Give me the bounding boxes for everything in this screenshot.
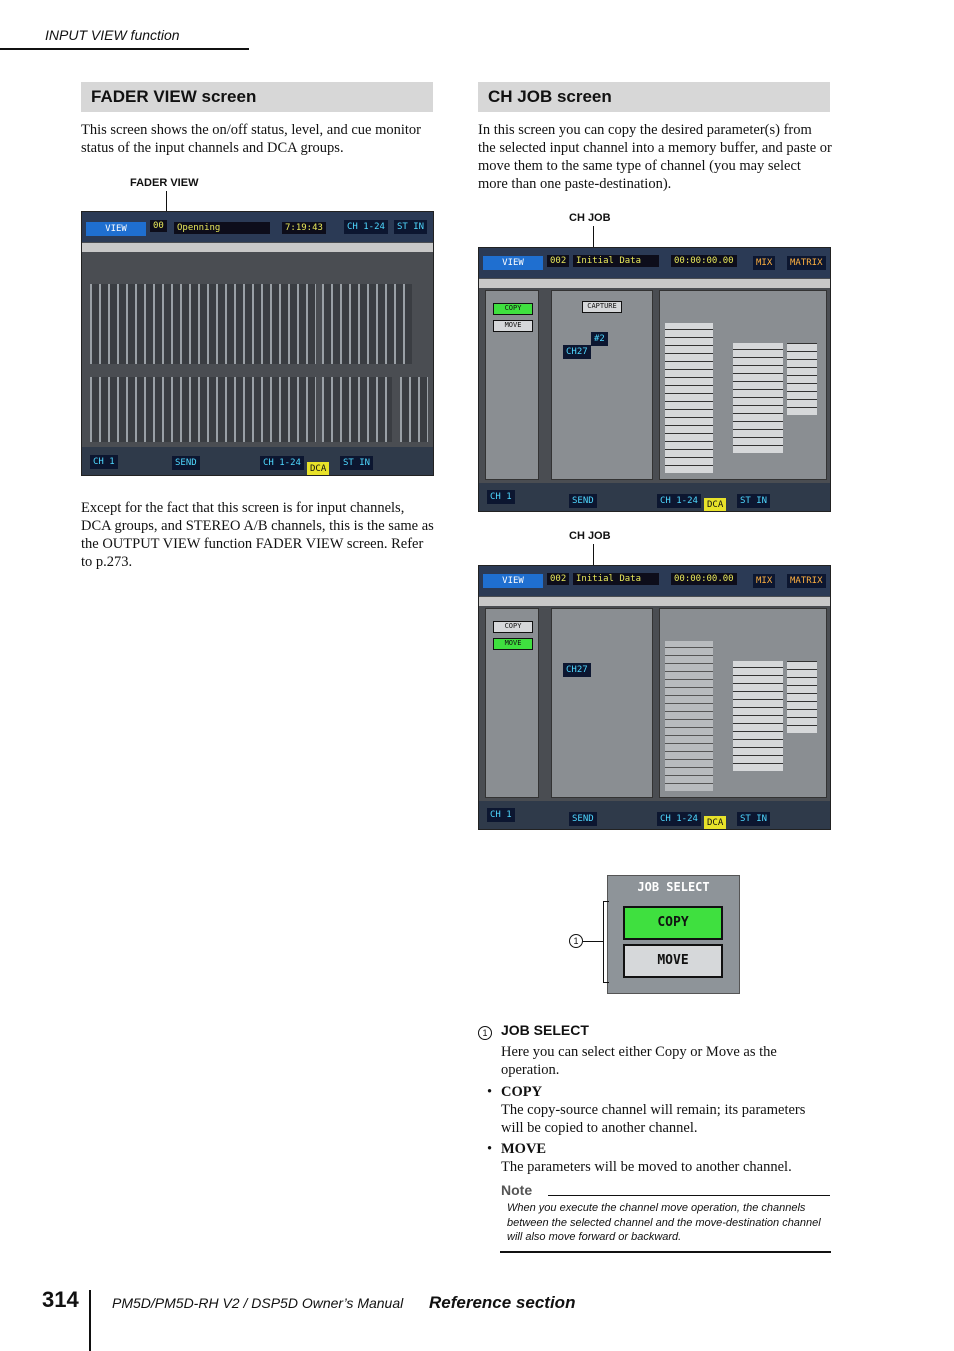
input-channel-grid [733, 343, 783, 453]
machine-id: #2 [591, 332, 608, 346]
ch-job-move-screenshot: VIEW 002 Initial Data 00:00:00.00 MIX MA… [478, 565, 831, 830]
dca-indicator: DCA [307, 462, 330, 475]
capture-button[interactable]: CAPTURE [582, 301, 622, 313]
source-panel [551, 290, 653, 480]
note-rule-bottom [500, 1251, 831, 1253]
selected-ch: CH 1 [487, 490, 515, 504]
marker-leader [583, 941, 603, 942]
stereo-faders [400, 377, 428, 442]
view-button[interactable]: VIEW [86, 222, 146, 236]
parameter-select-list [665, 323, 713, 473]
note-text: When you execute the channel move operat… [507, 1202, 821, 1243]
selected-ch: CH 1 [487, 808, 515, 822]
send-indicator: SEND [569, 494, 597, 508]
running-header: INPUT VIEW function [45, 27, 180, 43]
screen-tabs [82, 243, 433, 252]
move-button[interactable]: MOVE [493, 638, 533, 650]
meter-ch-range: CH 1-24 [344, 220, 388, 234]
footer-section-title: Reference section [429, 1293, 576, 1312]
input-channel-grid [733, 661, 783, 771]
ch-job-heading: CH JOB screen [478, 82, 830, 112]
mix-indicator: MIX [753, 256, 776, 270]
timecode: 00:00:00.00 [671, 255, 737, 267]
mix-indicator: MIX [753, 574, 776, 588]
move-text: The parameters will be moved to another … [501, 1159, 792, 1175]
scene-title: Initial Data [573, 255, 659, 267]
copy-label: COPY [501, 1084, 543, 1100]
bottom-st-in: ST IN [737, 494, 771, 508]
job-select-title: JOB SELECT [637, 880, 710, 894]
send-indicator: SEND [172, 456, 200, 470]
ch-job-callout-2: CH JOB [569, 530, 611, 542]
marker-1: 1 [569, 934, 583, 948]
dca-faders [322, 377, 392, 442]
dca-indicator: DCA [704, 498, 727, 511]
ch-job-intro: In this screen you can copy the desired … [478, 122, 832, 192]
description-marker: 1 [478, 1026, 492, 1040]
matrix-indicator: MATRIX [787, 574, 826, 588]
job-select-detail: JOB SELECT COPY MOVE [607, 875, 740, 994]
ch-job-copy-screenshot: VIEW 002 Initial Data 00:00:00.00 MIX MA… [478, 247, 831, 512]
timecode: 00:00:00.00 [671, 573, 737, 585]
bottom-bar [479, 483, 830, 511]
copy-button[interactable]: COPY [493, 303, 533, 315]
fader-view-callout: FADER VIEW [130, 177, 199, 189]
job-select-bracket [603, 901, 609, 983]
copy-text: The copy-source channel will remain; its… [501, 1102, 806, 1136]
view-button[interactable]: VIEW [483, 256, 543, 270]
input-faders-lower [90, 377, 316, 442]
selected-source-ch: CH27 [563, 663, 591, 677]
note-rule-top [548, 1195, 830, 1196]
scene-number: 00 [150, 220, 167, 232]
copy-button[interactable]: COPY [493, 621, 533, 633]
bottom-st-in: ST IN [737, 812, 771, 826]
description-title: JOB SELECT [501, 1022, 589, 1038]
job-select-panel [485, 608, 539, 798]
description-text: Here you can select either Copy or Move … [501, 1044, 777, 1078]
header-rule [0, 48, 249, 50]
job-select-panel [485, 290, 539, 480]
fader-view-body: Except for the fact that this screen is … [81, 500, 434, 570]
note-label: Note [501, 1182, 533, 1198]
view-button[interactable]: VIEW [483, 574, 543, 588]
st-in-faders [322, 284, 412, 364]
dca-indicator: DCA [704, 816, 727, 829]
buffered-ch: CH27 [563, 345, 591, 359]
scene-title: Initial Data [573, 573, 659, 585]
bottom-st-in: ST IN [340, 456, 374, 470]
bottom-ch-range: CH 1-24 [657, 494, 701, 508]
ch-job-callout-1: CH JOB [569, 212, 611, 224]
source-panel [551, 608, 653, 798]
move-button[interactable]: MOVE [623, 944, 723, 978]
copy-bullet: • [487, 1084, 493, 1100]
bottom-ch-range: CH 1-24 [260, 456, 304, 470]
meter-st-in: ST IN [394, 220, 428, 234]
fader-view-heading: FADER VIEW screen [81, 82, 433, 112]
matrix-indicator: MATRIX [787, 256, 826, 270]
bottom-ch-range: CH 1-24 [657, 812, 701, 826]
footer-manual-title: PM5D/PM5D-RH V2 / DSP5D Owner’s Manual [112, 1295, 404, 1311]
st-in-grid [787, 661, 817, 733]
footer-rule [89, 1290, 91, 1351]
present-time: 7:19:43 [282, 222, 326, 234]
input-faders-upper [90, 284, 316, 364]
page-number: 314 [42, 1287, 79, 1312]
copy-button[interactable]: COPY [623, 906, 723, 940]
bottom-bar [479, 801, 830, 829]
move-label: MOVE [501, 1141, 547, 1157]
send-indicator: SEND [569, 812, 597, 826]
st-in-grid [787, 343, 817, 415]
screen-tabs [479, 279, 830, 288]
move-button[interactable]: MOVE [493, 320, 533, 332]
scene-title: Openning [174, 222, 270, 234]
fader-view-intro: This screen shows the on/off status, lev… [81, 122, 422, 156]
fader-view-screenshot: VIEW 00 Openning 7:19:43 CH 1-24 ST IN C… [81, 211, 434, 476]
parameter-select-list [665, 641, 713, 791]
bottom-bar [82, 447, 433, 475]
move-bullet: • [487, 1141, 493, 1157]
scene-number: 002 [547, 573, 570, 585]
screen-tabs [479, 597, 830, 606]
scene-number: 002 [547, 255, 570, 267]
selected-ch: CH 1 [90, 455, 118, 469]
